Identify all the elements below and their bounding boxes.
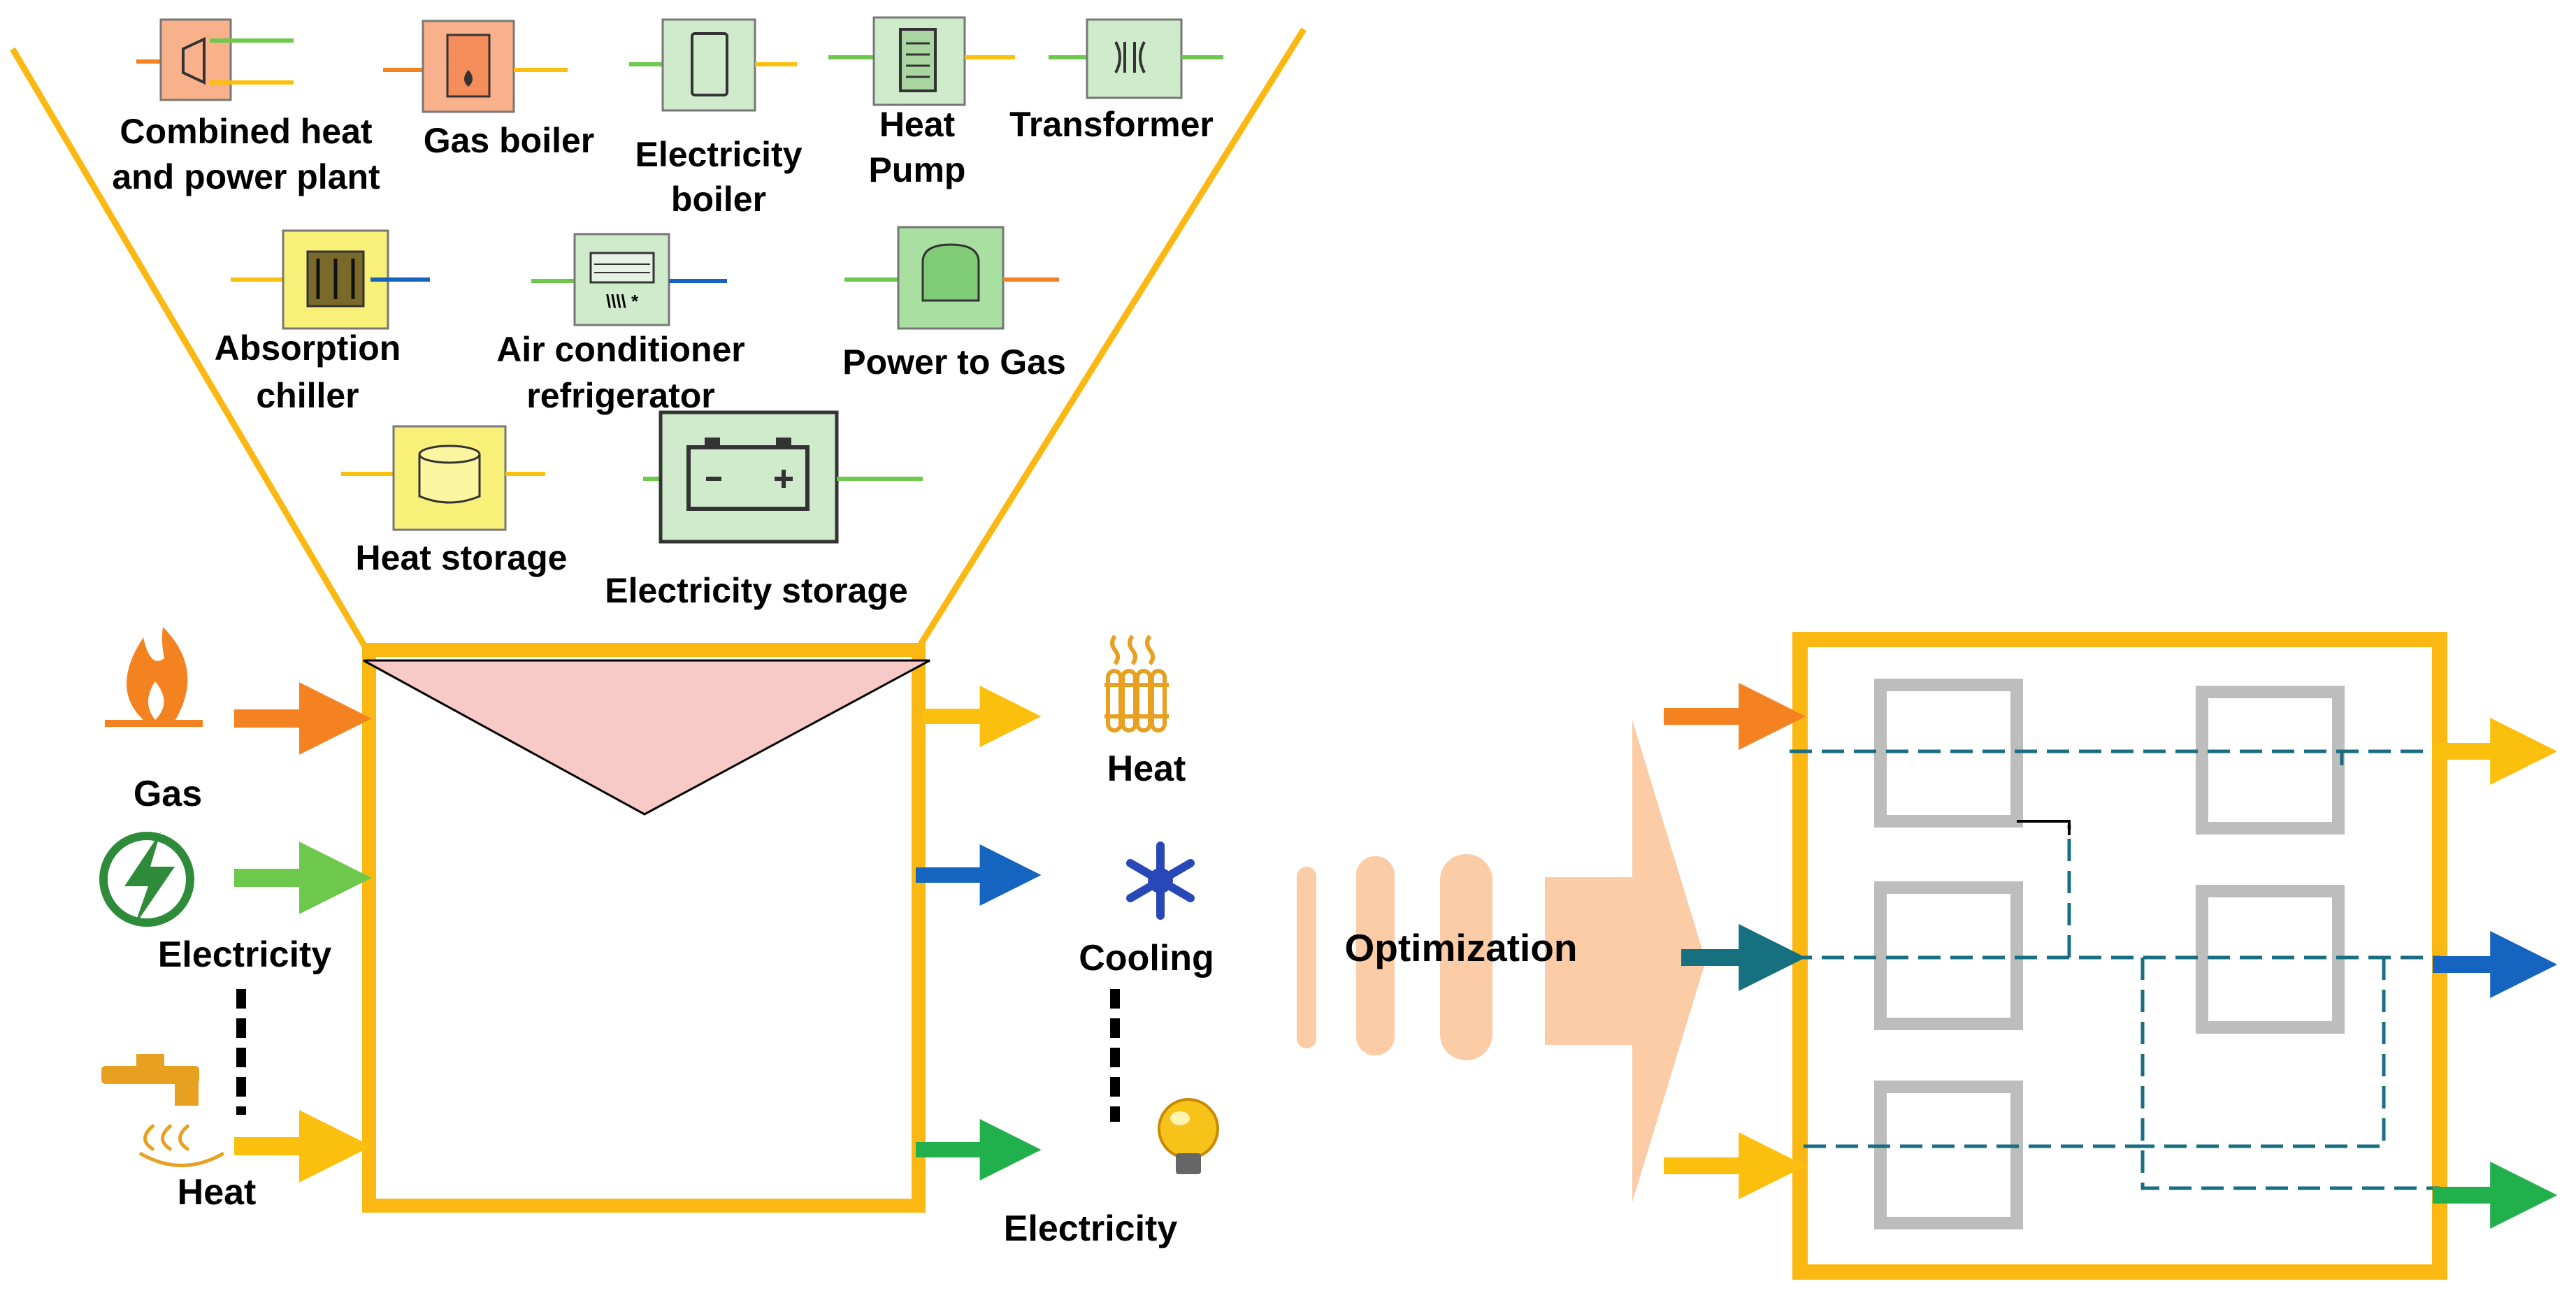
electricity-storage-label: Electricity storage [605, 571, 908, 610]
cooling-output-label: Cooling [1079, 938, 1214, 978]
transformer-label: Transformer [1009, 105, 1214, 144]
heat-storage-component [341, 425, 545, 531]
network-node [2196, 686, 2345, 835]
heat-pump-component [828, 16, 1015, 106]
funnel-left-line [10, 47, 368, 649]
electricity-output-label: Electricity [1004, 1208, 1178, 1249]
flame-icon [105, 627, 203, 727]
network-connections [1790, 749, 2440, 1190]
network-solid-link [2017, 820, 2071, 835]
gas-boiler-label: Gas boiler [424, 121, 595, 160]
power-to-gas-label: Power to Gas [842, 342, 1066, 382]
network-node [1874, 1081, 2023, 1229]
heat-input-label: Heat [178, 1172, 257, 1213]
chp-component [136, 18, 294, 101]
lightning-icon [99, 832, 194, 927]
power-to-gas-component [844, 226, 1059, 330]
faucet-icon [101, 1054, 225, 1167]
optimization-label: Optimization [1344, 926, 1577, 969]
absorption-chiller-component [231, 229, 430, 330]
funnel [10, 27, 1307, 649]
electricity-storage-icon [686, 445, 810, 511]
air-conditioner-icon [589, 252, 655, 284]
heat-pump-icon [899, 28, 937, 92]
electricity-boiler-icon [691, 32, 728, 96]
transformer-icon [1114, 41, 1146, 73]
svg-text:\\\\ *: \\\\ * [606, 291, 639, 312]
gas-boiler-icon [446, 34, 491, 98]
electricity-input-label: Electricity [158, 934, 332, 975]
gas-input-label: Gas [134, 774, 202, 814]
chp-icon [182, 36, 206, 85]
radiator-icon [1104, 635, 1169, 732]
funnel-triangle [363, 659, 930, 816]
heat-output-label: Heat [1107, 749, 1186, 789]
lightbulb-icon [1158, 1098, 1219, 1174]
electricity-boiler-component [629, 18, 797, 112]
transformer-component [1049, 18, 1223, 99]
heat-storage-icon [418, 454, 481, 504]
gas-boiler-component [383, 20, 568, 113]
heat-storage-label: Heat storage [356, 538, 568, 577]
electricity-storage-component [643, 410, 923, 544]
optimization-arrow [1297, 720, 1706, 1202]
air-conditioner-component: \\\\ * [531, 233, 727, 326]
snowflake-icon [1126, 842, 1195, 920]
power-to-gas-icon [921, 243, 980, 302]
funnel-right-line [916, 27, 1307, 649]
